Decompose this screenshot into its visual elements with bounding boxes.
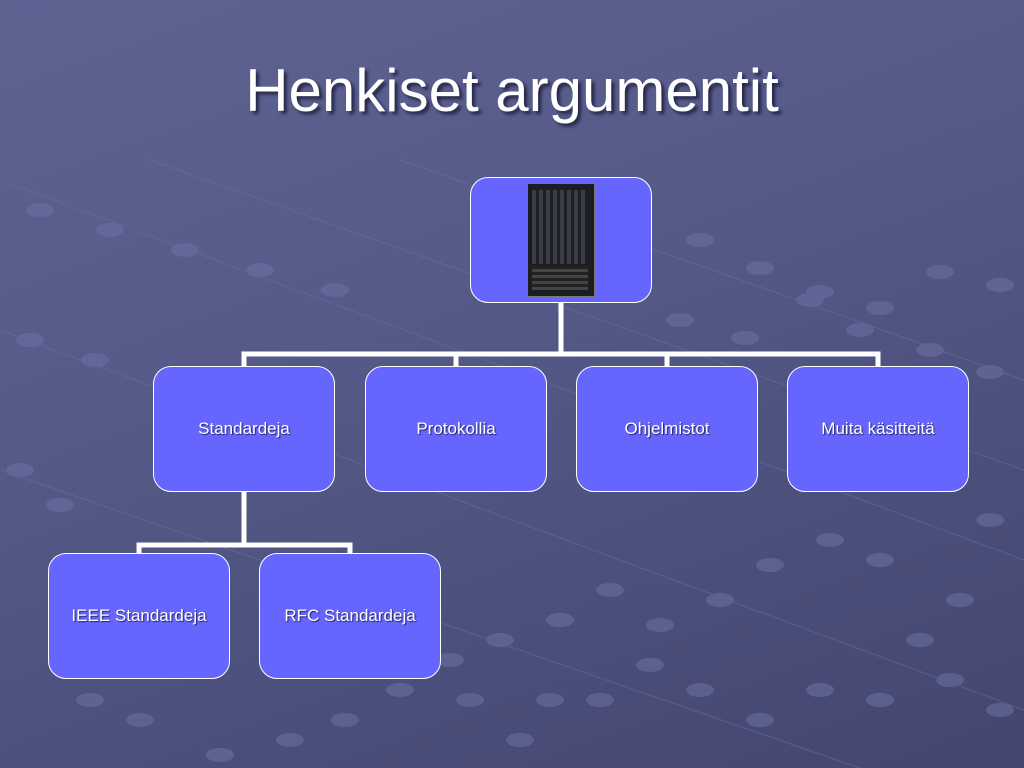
node-label: Standardeja [198,419,290,438]
node-standardeja[interactable]: Standardeja [153,366,335,492]
node-rfc-standardeja[interactable]: RFC Standardeja [259,553,441,679]
node-protokollia[interactable]: Protokollia [365,366,547,492]
node-label: IEEE Standardeja [71,606,207,625]
node-label: RFC Standardeja [284,606,416,625]
node-ohjelmistot[interactable]: Ohjelmistot [576,366,758,492]
node-label: Muita käsitteitä [821,419,935,438]
slide-title: Henkiset argumentit [245,57,779,124]
server-rack-image [527,183,595,297]
node-ieee-standardeja[interactable]: IEEE Standardeja [48,553,230,679]
node-muita-kasitteita[interactable]: Muita käsitteitä [787,366,969,492]
node-label: Protokollia [416,419,496,438]
node-label: Ohjelmistot [624,419,710,438]
node-root[interactable] [470,177,652,303]
